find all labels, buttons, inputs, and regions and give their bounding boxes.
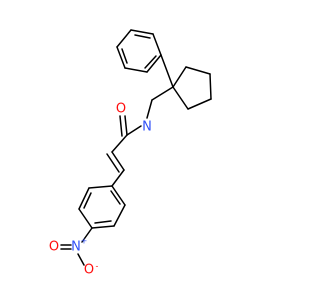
charge-nitro-o-bottom: - xyxy=(96,262,99,271)
atom-amide-n: N xyxy=(142,120,152,135)
atom-nitro-n: N xyxy=(71,240,81,255)
charge-nitro-n: + xyxy=(81,237,88,246)
atom-nitro-o-top: O xyxy=(49,240,59,255)
atom-amide-o: O xyxy=(116,102,126,117)
atom-labels: N O N + O O - xyxy=(49,102,152,278)
bond-lines xyxy=(60,29,212,266)
molecule-structure: N O N + O O - xyxy=(49,29,212,278)
atom-nitro-o-bottom: O xyxy=(84,263,94,278)
